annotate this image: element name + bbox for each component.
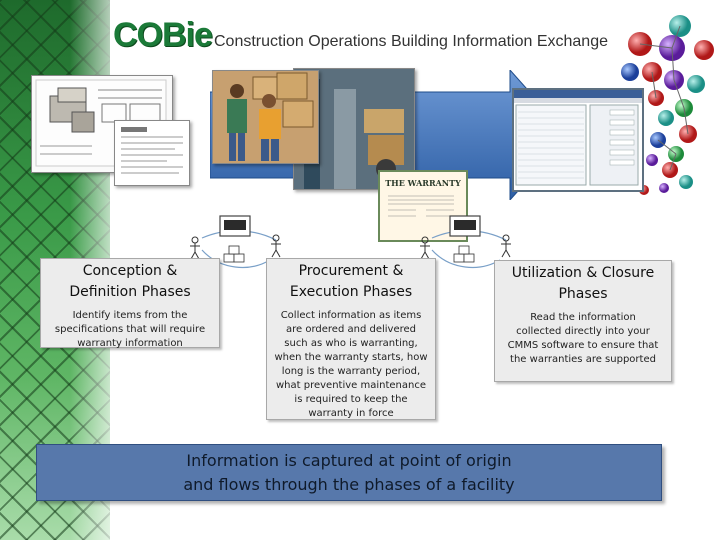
- summary-banner: Information is captured at point of orig…: [36, 444, 662, 501]
- phase-box-conception: Conception & Definition Phases Identify …: [40, 258, 220, 348]
- phase-title-line: Utilization & Closure: [495, 263, 671, 284]
- boxes-icon: [224, 246, 244, 262]
- phase-title-line: Phases: [495, 284, 671, 305]
- specification-document-image: [114, 120, 190, 186]
- phase-description: Collect information as items are ordered…: [267, 309, 435, 421]
- phase-title-line: Conception &: [41, 261, 219, 282]
- banner-line: Information is captured at point of orig…: [149, 449, 549, 473]
- phase-description: Read the information collected directly …: [495, 311, 671, 367]
- phase-title-line: Procurement &: [267, 261, 435, 282]
- phase-title-line: Definition Phases: [41, 282, 219, 303]
- phase-title: Conception & Definition Phases: [41, 261, 219, 303]
- boxes-icon: [454, 246, 474, 262]
- cobie-logo: COBie: [113, 16, 212, 55]
- phase-box-procurement: Procurement & Execution Phases Collect i…: [266, 258, 436, 420]
- phase-description: Identify items from the specifications t…: [41, 309, 219, 351]
- cmms-software-screenshot: [512, 88, 644, 192]
- banner-line: and flows through the phases of a facili…: [149, 473, 549, 497]
- phase-box-utilization: Utilization & Closure Phases Read the in…: [494, 260, 672, 382]
- phase-title: Utilization & Closure Phases: [495, 263, 671, 305]
- workers-photo: [212, 70, 319, 164]
- phase-title-line: Execution Phases: [267, 282, 435, 303]
- warranty-heading: THE WARRANTY: [380, 178, 466, 188]
- phase-title: Procurement & Execution Phases: [267, 261, 435, 303]
- title-subtitle: Construction Operations Building Informa…: [214, 33, 608, 51]
- banner-text: Information is captured at point of orig…: [149, 449, 549, 497]
